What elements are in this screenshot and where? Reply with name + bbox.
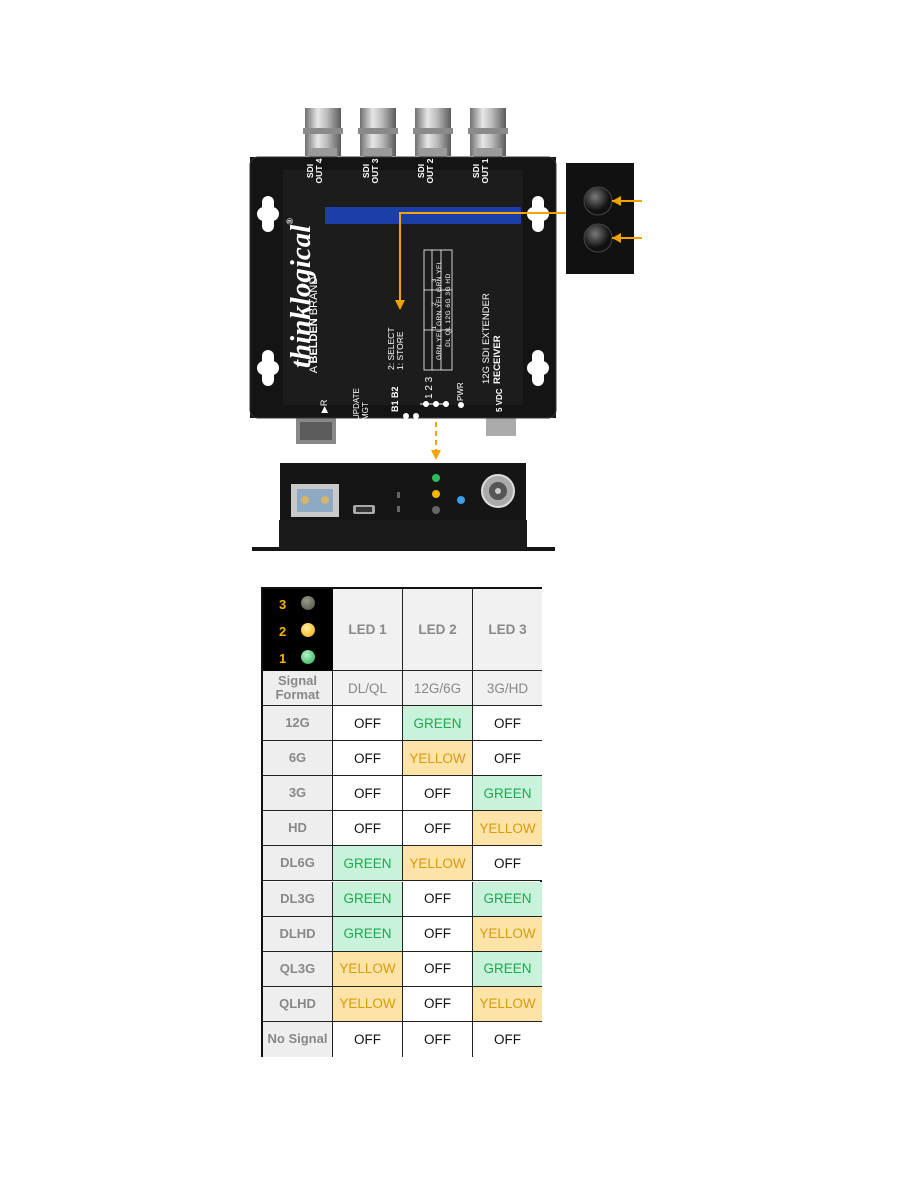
- mini-table-row2: DL QL 12G 6G 3G HD: [445, 273, 452, 347]
- status-cell: OFF: [403, 916, 473, 952]
- device-illustration: [249, 108, 642, 551]
- led-2-icon: [301, 623, 315, 637]
- header-led-2: LED 2: [403, 589, 473, 671]
- row-label: DLHD: [263, 916, 333, 952]
- row-label: DL3G: [263, 881, 333, 917]
- row-label: 12G: [263, 706, 333, 742]
- legend-num-2: 2: [279, 624, 287, 639]
- status-cell: OFF: [403, 951, 473, 987]
- mini-format-table: [423, 249, 453, 371]
- status-cell: OFF: [473, 1021, 542, 1057]
- status-cell: YELLOW: [403, 741, 473, 777]
- led-numbers-label: 1 2 3: [424, 376, 435, 399]
- led-2-indicator: [432, 490, 440, 498]
- status-cell: YELLOW: [473, 916, 542, 952]
- pwr-led: [457, 496, 465, 504]
- vdc-label: 5 VDC: [495, 388, 504, 412]
- subheader-12g6g: 12G/6G: [403, 671, 473, 706]
- status-cell: OFF: [333, 706, 403, 742]
- header-led-1: LED 1: [333, 589, 403, 671]
- status-cell: GREEN: [473, 776, 542, 812]
- status-cell: OFF: [333, 811, 403, 847]
- status-cell: YELLOW: [473, 811, 542, 847]
- row-label: QLHD: [263, 986, 333, 1022]
- status-cell: GREEN: [473, 881, 542, 917]
- row-label: HD: [263, 811, 333, 847]
- status-cell: OFF: [403, 881, 473, 917]
- status-cell: YELLOW: [403, 846, 473, 882]
- status-cell: OFF: [403, 986, 473, 1022]
- label-strip: [325, 207, 521, 224]
- status-cell: OFF: [333, 1021, 403, 1057]
- status-cell: GREEN: [473, 951, 542, 987]
- r-label: ▶R: [319, 399, 329, 413]
- mini-table-row1: GRN YEL GRN YEL GRN YEL: [436, 260, 443, 360]
- subheader-dlql: DL/QL: [333, 671, 403, 706]
- status-cell: YELLOW: [333, 951, 403, 987]
- status-cell: GREEN: [333, 846, 403, 882]
- row-label: 6G: [263, 741, 333, 777]
- status-cell: OFF: [473, 706, 542, 742]
- brand-tagline: A BELDEN BRAND: [308, 276, 320, 374]
- status-cell: OFF: [403, 811, 473, 847]
- led-3-indicator: [432, 474, 440, 482]
- status-cell: OFF: [473, 741, 542, 777]
- status-cell: YELLOW: [473, 986, 542, 1022]
- bnc-connectors: [303, 108, 508, 160]
- status-cell: OFF: [403, 1021, 473, 1057]
- legend-num-1: 1: [279, 651, 287, 666]
- row-label: No Signal: [263, 1021, 333, 1057]
- led-1-icon: [301, 650, 315, 664]
- led-3-icon: [301, 596, 315, 610]
- status-cell: GREEN: [333, 916, 403, 952]
- legend-num-3: 3: [279, 597, 287, 612]
- status-cell: OFF: [333, 776, 403, 812]
- status-cell: OFF: [333, 741, 403, 777]
- led-legend: 3 2 1: [263, 589, 333, 671]
- b-label: B1 B2: [390, 386, 400, 412]
- pwr-label: PWR: [456, 382, 465, 401]
- status-cell: OFF: [403, 776, 473, 812]
- status-cell: OFF: [473, 846, 542, 882]
- row-label: 3G: [263, 776, 333, 812]
- status-cell: GREEN: [333, 881, 403, 917]
- header-led-3: LED 3: [473, 589, 542, 671]
- status-cell: GREEN: [403, 706, 473, 742]
- row-label: DL6G: [263, 846, 333, 882]
- subheader-3ghd: 3G/HD: [473, 671, 542, 706]
- led-1-indicator: [432, 506, 440, 514]
- row-label: QL3G: [263, 951, 333, 987]
- status-cell: YELLOW: [333, 986, 403, 1022]
